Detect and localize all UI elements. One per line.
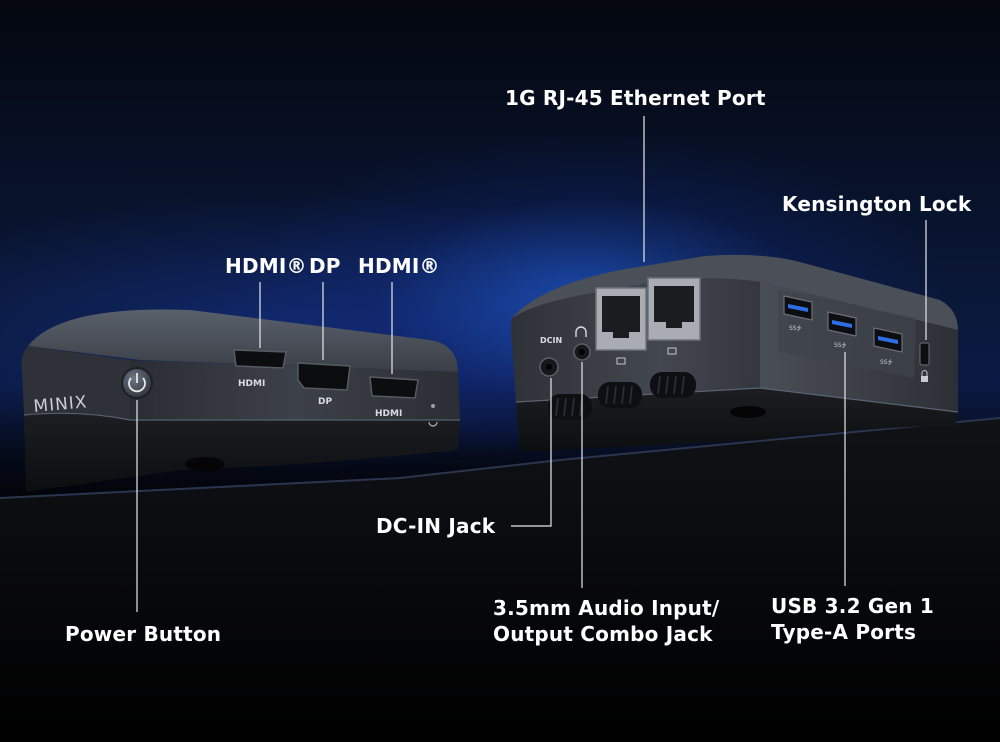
left-mini-pc: MINIX HDMI DP HDMI (21, 309, 460, 492)
usb-ss-mark-2: SS⭍ (834, 341, 847, 349)
dp-port (297, 362, 351, 391)
usb-label-line2: Type-A Ports (771, 620, 917, 644)
usb-ss-mark-1: SS⭍ (789, 324, 802, 332)
callout-lines (136, 116, 927, 612)
hdmi-left-label: HDMI® (225, 254, 307, 278)
headset-icon (575, 326, 587, 337)
usb-ss-mark-3: SS⭍ (880, 358, 893, 366)
power-icon (128, 377, 146, 393)
lock-icon (921, 376, 928, 382)
lan-icon-2 (667, 347, 677, 355)
dc-in-label: DC-IN Jack (376, 514, 496, 538)
table-surface (0, 418, 1000, 742)
dp-label: DP (309, 254, 341, 278)
rj45-port-2 (647, 277, 701, 341)
vent-grilles (548, 372, 696, 420)
audio-label-line1: 3.5mm Audio Input/ (493, 596, 720, 620)
status-led (431, 404, 435, 408)
hdmi-port-right-mark: HDMI (375, 409, 402, 419)
kensington-label: Kensington Lock (782, 192, 972, 216)
hdmi-port-left-mark: HDMI (238, 379, 265, 389)
hdmi-right-label: HDMI® (358, 254, 440, 278)
hdmi-port-right (369, 376, 419, 399)
usb-label-line1: USB 3.2 Gen 1 (771, 594, 934, 618)
usb-a-port-3 (873, 327, 903, 353)
power-button-label: Power Button (65, 622, 222, 646)
kensington-slot (919, 342, 930, 366)
rj45-port-1 (595, 287, 647, 351)
audio-label-line2: Output Combo Jack (493, 622, 713, 646)
dcin-mark: DCIN (540, 336, 562, 345)
dp-port-mark: DP (318, 397, 332, 407)
lan-icon-1 (616, 357, 626, 365)
reset-icon (428, 421, 438, 427)
hdmi-port-left (233, 349, 287, 369)
right-mini-pc: DCIN (511, 254, 959, 452)
right-rubber-foot (730, 406, 766, 418)
usb-a-port-2 (827, 311, 857, 337)
ethernet-label: 1G RJ-45 Ethernet Port (505, 86, 766, 110)
left-rubber-foot (185, 457, 225, 471)
left-base (24, 413, 460, 492)
usb-a-port-1 (783, 295, 813, 321)
brand-logo: MINIX (33, 392, 89, 417)
left-top-plate (28, 309, 458, 372)
right-top-plate (512, 254, 958, 330)
left-side-face (21, 346, 131, 420)
left-front-face (130, 360, 460, 420)
table-edge (0, 417, 1000, 499)
